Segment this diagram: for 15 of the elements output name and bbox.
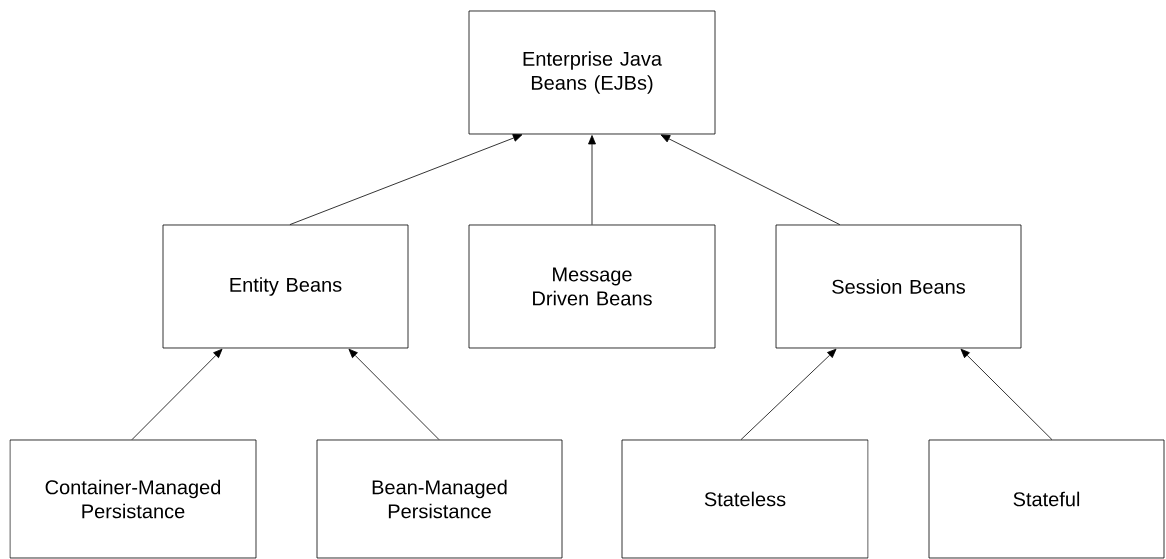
class-box: Session Beans bbox=[775, 224, 1022, 349]
class-box: Enterprise Java Beans (EJBs) bbox=[468, 10, 716, 135]
arrow bbox=[660, 134, 841, 225]
class-box: Container-Managed Persistance bbox=[9, 439, 257, 559]
arrow bbox=[588, 135, 596, 225]
class-box: Message Driven Beans bbox=[468, 224, 716, 349]
arrow bbox=[131, 348, 223, 440]
class-box: Entity Beans bbox=[162, 224, 409, 349]
arrow bbox=[960, 348, 1053, 440]
arrow bbox=[348, 348, 440, 440]
class-box: Bean-Managed Persistance bbox=[316, 439, 563, 559]
arrow bbox=[289, 134, 523, 225]
class-box: Stateful bbox=[928, 439, 1165, 559]
arrow bbox=[740, 348, 837, 440]
class-box: Stateless bbox=[621, 439, 869, 559]
